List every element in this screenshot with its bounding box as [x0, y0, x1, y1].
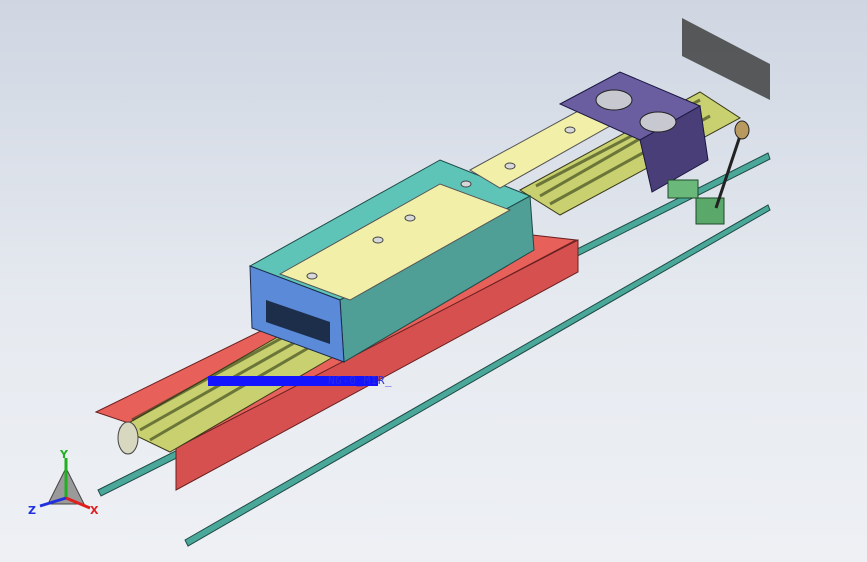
triad-z-label: Z [28, 504, 36, 517]
hood-opening [266, 300, 330, 344]
gearbox-port-2 [639, 111, 677, 133]
triad-x-label: X [90, 504, 99, 517]
drive-motor[interactable] [667, 179, 699, 199]
orientation-triad[interactable]: Y X Z [24, 448, 108, 524]
motor-mount[interactable] [695, 197, 725, 225]
panel-holes [306, 126, 576, 280]
frame-channel-side[interactable] [175, 239, 579, 491]
floating-plate[interactable] [682, 18, 770, 100]
annotation-highlight [208, 376, 378, 386]
gearbox-side[interactable] [639, 105, 709, 193]
front-roller[interactable] [117, 421, 139, 455]
drive-belt[interactable] [714, 129, 744, 209]
gearbox-port-1 [595, 89, 633, 111]
panel-cream-hood[interactable] [278, 183, 512, 301]
triad-y-label: Y [60, 448, 68, 461]
annotation-text: NG-0_MIR_ [328, 374, 393, 387]
drive-pulley[interactable] [734, 120, 750, 140]
dimension-annotation[interactable]: NG-0_MIR_ [208, 374, 392, 388]
ground-rail-lower[interactable] [184, 204, 771, 547]
